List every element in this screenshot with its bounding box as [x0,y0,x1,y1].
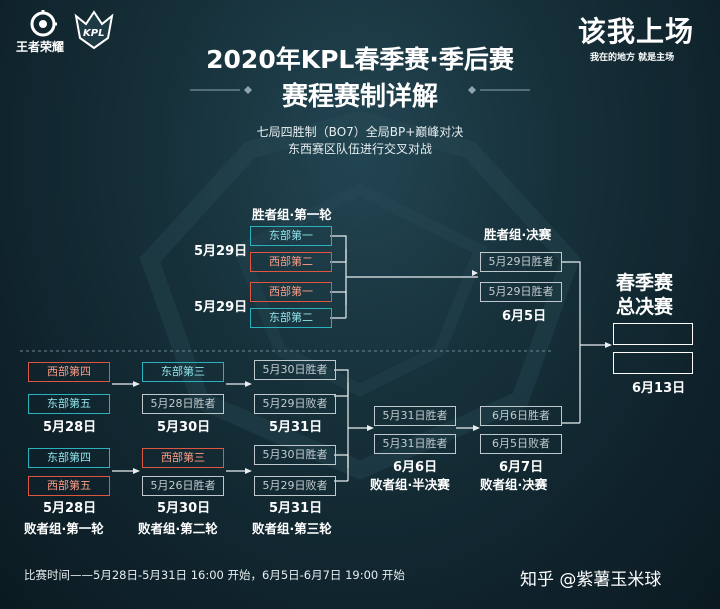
team-west-5: 西部第五 [28,476,110,496]
watermark: 知乎 @紫薯玉米球 [520,570,662,590]
team-east-3: 东部第三 [142,362,224,382]
rule-line-1: 七局四胜制（BO7）全局BP+巅峰对决 [256,125,464,139]
losers-final-slot-1: 6月6日胜者 [480,406,562,426]
page-title: 2020年KPL春季赛·季后赛 [206,45,514,74]
connector-l3-join [347,383,370,468]
rule-line-2: 东西赛区队伍进行交叉对战 [287,142,432,156]
winners-final-label: 胜者组·决赛 [484,227,552,242]
losers-r3-slot-2: 5月29日败者 [254,394,336,414]
winners-round1-label: 胜者组·第一轮 [252,207,332,222]
connector-l3-m1 [334,369,349,397]
connector-gf-join [579,288,610,423]
winners-final-date: 6月5日 [502,309,547,324]
team-west-4: 西部第四 [28,362,110,382]
losers-semi-label: 败者组·半决赛 [370,477,450,492]
diamond-divider-icon [190,86,530,94]
losers-r2-slot-1: 5月28日胜者 [142,394,224,414]
connector-wf [562,261,581,288]
grand-final-slot-2 [613,352,693,374]
losers-r3-slot-1: 5月30日胜者 [254,360,336,380]
right-title: 该我上场 [578,15,695,48]
winners-date-b: 5月29日 [194,300,248,315]
losers-r3-slot-3: 5月30日胜者 [254,445,336,465]
team-east-2: 东部第二 [250,308,332,328]
losers-r2-date-1: 5月30日 [157,420,211,435]
connector-l3-m2 [334,454,349,482]
losers-semi-slot-1: 5月31日胜者 [374,406,456,426]
losers-r2-date-2: 5月30日 [157,501,211,516]
honor-of-kings-logo-text: 王者荣耀 [16,40,65,54]
team-west-1: 西部第一 [250,282,332,302]
losers-r3-label: 败者组·第三轮 [252,521,332,536]
losers-r3-slot-4: 5月29日败者 [254,476,336,496]
losers-r1-label: 败者组·第一轮 [24,521,104,536]
losers-final-date: 6月7日 [499,460,544,475]
losers-r3-date-2: 5月31日 [269,501,323,516]
winners-date-a: 5月29日 [194,244,248,259]
team-east-1: 东部第一 [250,226,332,246]
schedule-note: 比赛时间——5月28日-5月31日 16:00 开始，6月5日-6月7日 19:… [24,568,405,582]
losers-r1-date-1: 5月28日 [43,420,97,435]
connector-w1-m1 [330,235,347,263]
grand-final-slot-1 [613,323,693,345]
team-east-4: 东部第四 [28,448,110,468]
losers-semi-date: 6月6日 [393,460,438,475]
connector-w1-join [345,249,478,305]
losers-r1-date-2: 5月28日 [43,501,97,516]
kpl-logo-icon [74,10,114,50]
grand-final-date: 6月13日 [632,381,686,396]
kpl-logo-text: KPL [83,28,105,39]
winners-final-slot-1: 5月29日胜者 [480,252,562,272]
team-west-3: 西部第三 [142,448,224,468]
right-slogan: 我在的地方 就是主场 [590,53,675,63]
losers-r2-label: 败者组·第二轮 [138,521,218,536]
losers-final-label: 败者组·决赛 [480,477,548,492]
losers-r2-slot-2: 5月26日胜者 [142,476,224,496]
losers-semi-slot-2: 5月31日胜者 [374,434,456,454]
connector-w1-m2 [330,291,347,319]
page-subtitle: 赛程赛制详解 [281,82,438,112]
honor-of-kings-logo-icon [30,10,57,37]
grand-final-label-2: 总决赛 [616,296,674,318]
winners-final-slot-2: 5月29日胜者 [480,282,562,302]
team-east-5: 东部第五 [28,394,110,414]
losers-final-slot-2: 6月5日败者 [480,434,562,454]
losers-r3-date-1: 5月31日 [269,420,323,435]
grand-final-label-1: 春季赛 [616,272,674,294]
team-west-2: 西部第二 [250,252,332,272]
